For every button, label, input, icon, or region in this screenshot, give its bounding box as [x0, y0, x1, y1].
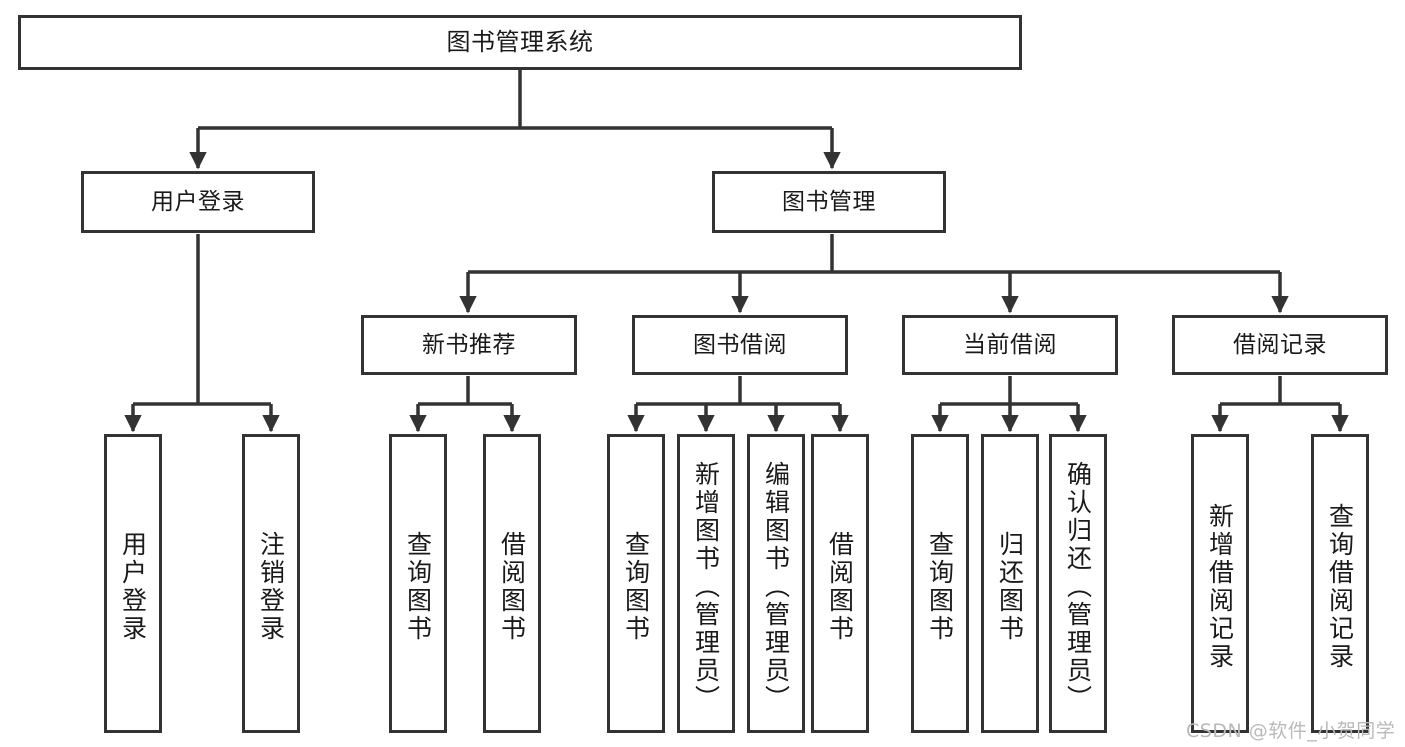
- node-label: 图书管理系统: [446, 27, 594, 56]
- node-borrow-record[interactable]: 借阅记录: [1172, 315, 1388, 375]
- node-leaf-edit-book[interactable]: 编辑图书（管理员）: [747, 434, 805, 733]
- node-label: 查询借阅记录: [1325, 502, 1355, 671]
- node-root-system[interactable]: 图书管理系统: [18, 15, 1022, 70]
- node-leaf-user-logout[interactable]: 注销登录: [242, 434, 300, 733]
- node-leaf-confirm-return[interactable]: 确认归还（管理员）: [1049, 434, 1107, 733]
- node-label: 归还图书: [995, 530, 1025, 643]
- node-leaf-query-book-1[interactable]: 查询图书: [389, 434, 447, 733]
- node-current-borrow[interactable]: 当前借阅: [902, 315, 1118, 375]
- node-label: 用户登录: [151, 188, 245, 215]
- node-label: 查询图书: [403, 530, 433, 643]
- node-leaf-query-book-2[interactable]: 查询图书: [607, 434, 665, 733]
- node-label: 新增图书（管理员）: [691, 460, 721, 713]
- node-book-manage[interactable]: 图书管理: [712, 171, 946, 233]
- node-leaf-add-book[interactable]: 新增图书（管理员）: [677, 434, 735, 733]
- node-leaf-borrow-book-2[interactable]: 借阅图书: [811, 434, 869, 733]
- node-leaf-add-record[interactable]: 新增借阅记录: [1191, 434, 1249, 733]
- node-book-borrow[interactable]: 图书借阅: [632, 315, 848, 375]
- node-label: 当前借阅: [963, 331, 1057, 358]
- node-label: 新增借阅记录: [1205, 502, 1235, 671]
- node-label: 图书借阅: [693, 331, 787, 358]
- csdn-watermark: CSDN @软件_小贺同学: [1186, 720, 1396, 742]
- node-label: 新书推荐: [422, 331, 516, 358]
- node-leaf-return-book[interactable]: 归还图书: [981, 434, 1039, 733]
- node-label: 确认归还（管理员）: [1063, 460, 1093, 713]
- node-label: 借阅图书: [825, 530, 855, 643]
- node-user-login[interactable]: 用户登录: [81, 171, 315, 233]
- node-new-book-recommend[interactable]: 新书推荐: [361, 315, 577, 375]
- node-label: 查询图书: [621, 530, 651, 643]
- node-label: 借阅记录: [1233, 331, 1327, 358]
- node-leaf-query-book-3[interactable]: 查询图书: [911, 434, 969, 733]
- node-label: 图书管理: [782, 188, 876, 215]
- node-leaf-borrow-book-1[interactable]: 借阅图书: [483, 434, 541, 733]
- node-label: 注销登录: [256, 530, 286, 643]
- node-label: 编辑图书（管理员）: [761, 460, 791, 713]
- node-label: 借阅图书: [497, 530, 527, 643]
- node-leaf-user-login[interactable]: 用户登录: [104, 434, 162, 733]
- node-leaf-query-record[interactable]: 查询借阅记录: [1311, 434, 1369, 733]
- node-label: 查询图书: [925, 530, 955, 643]
- node-label: 用户登录: [118, 530, 148, 643]
